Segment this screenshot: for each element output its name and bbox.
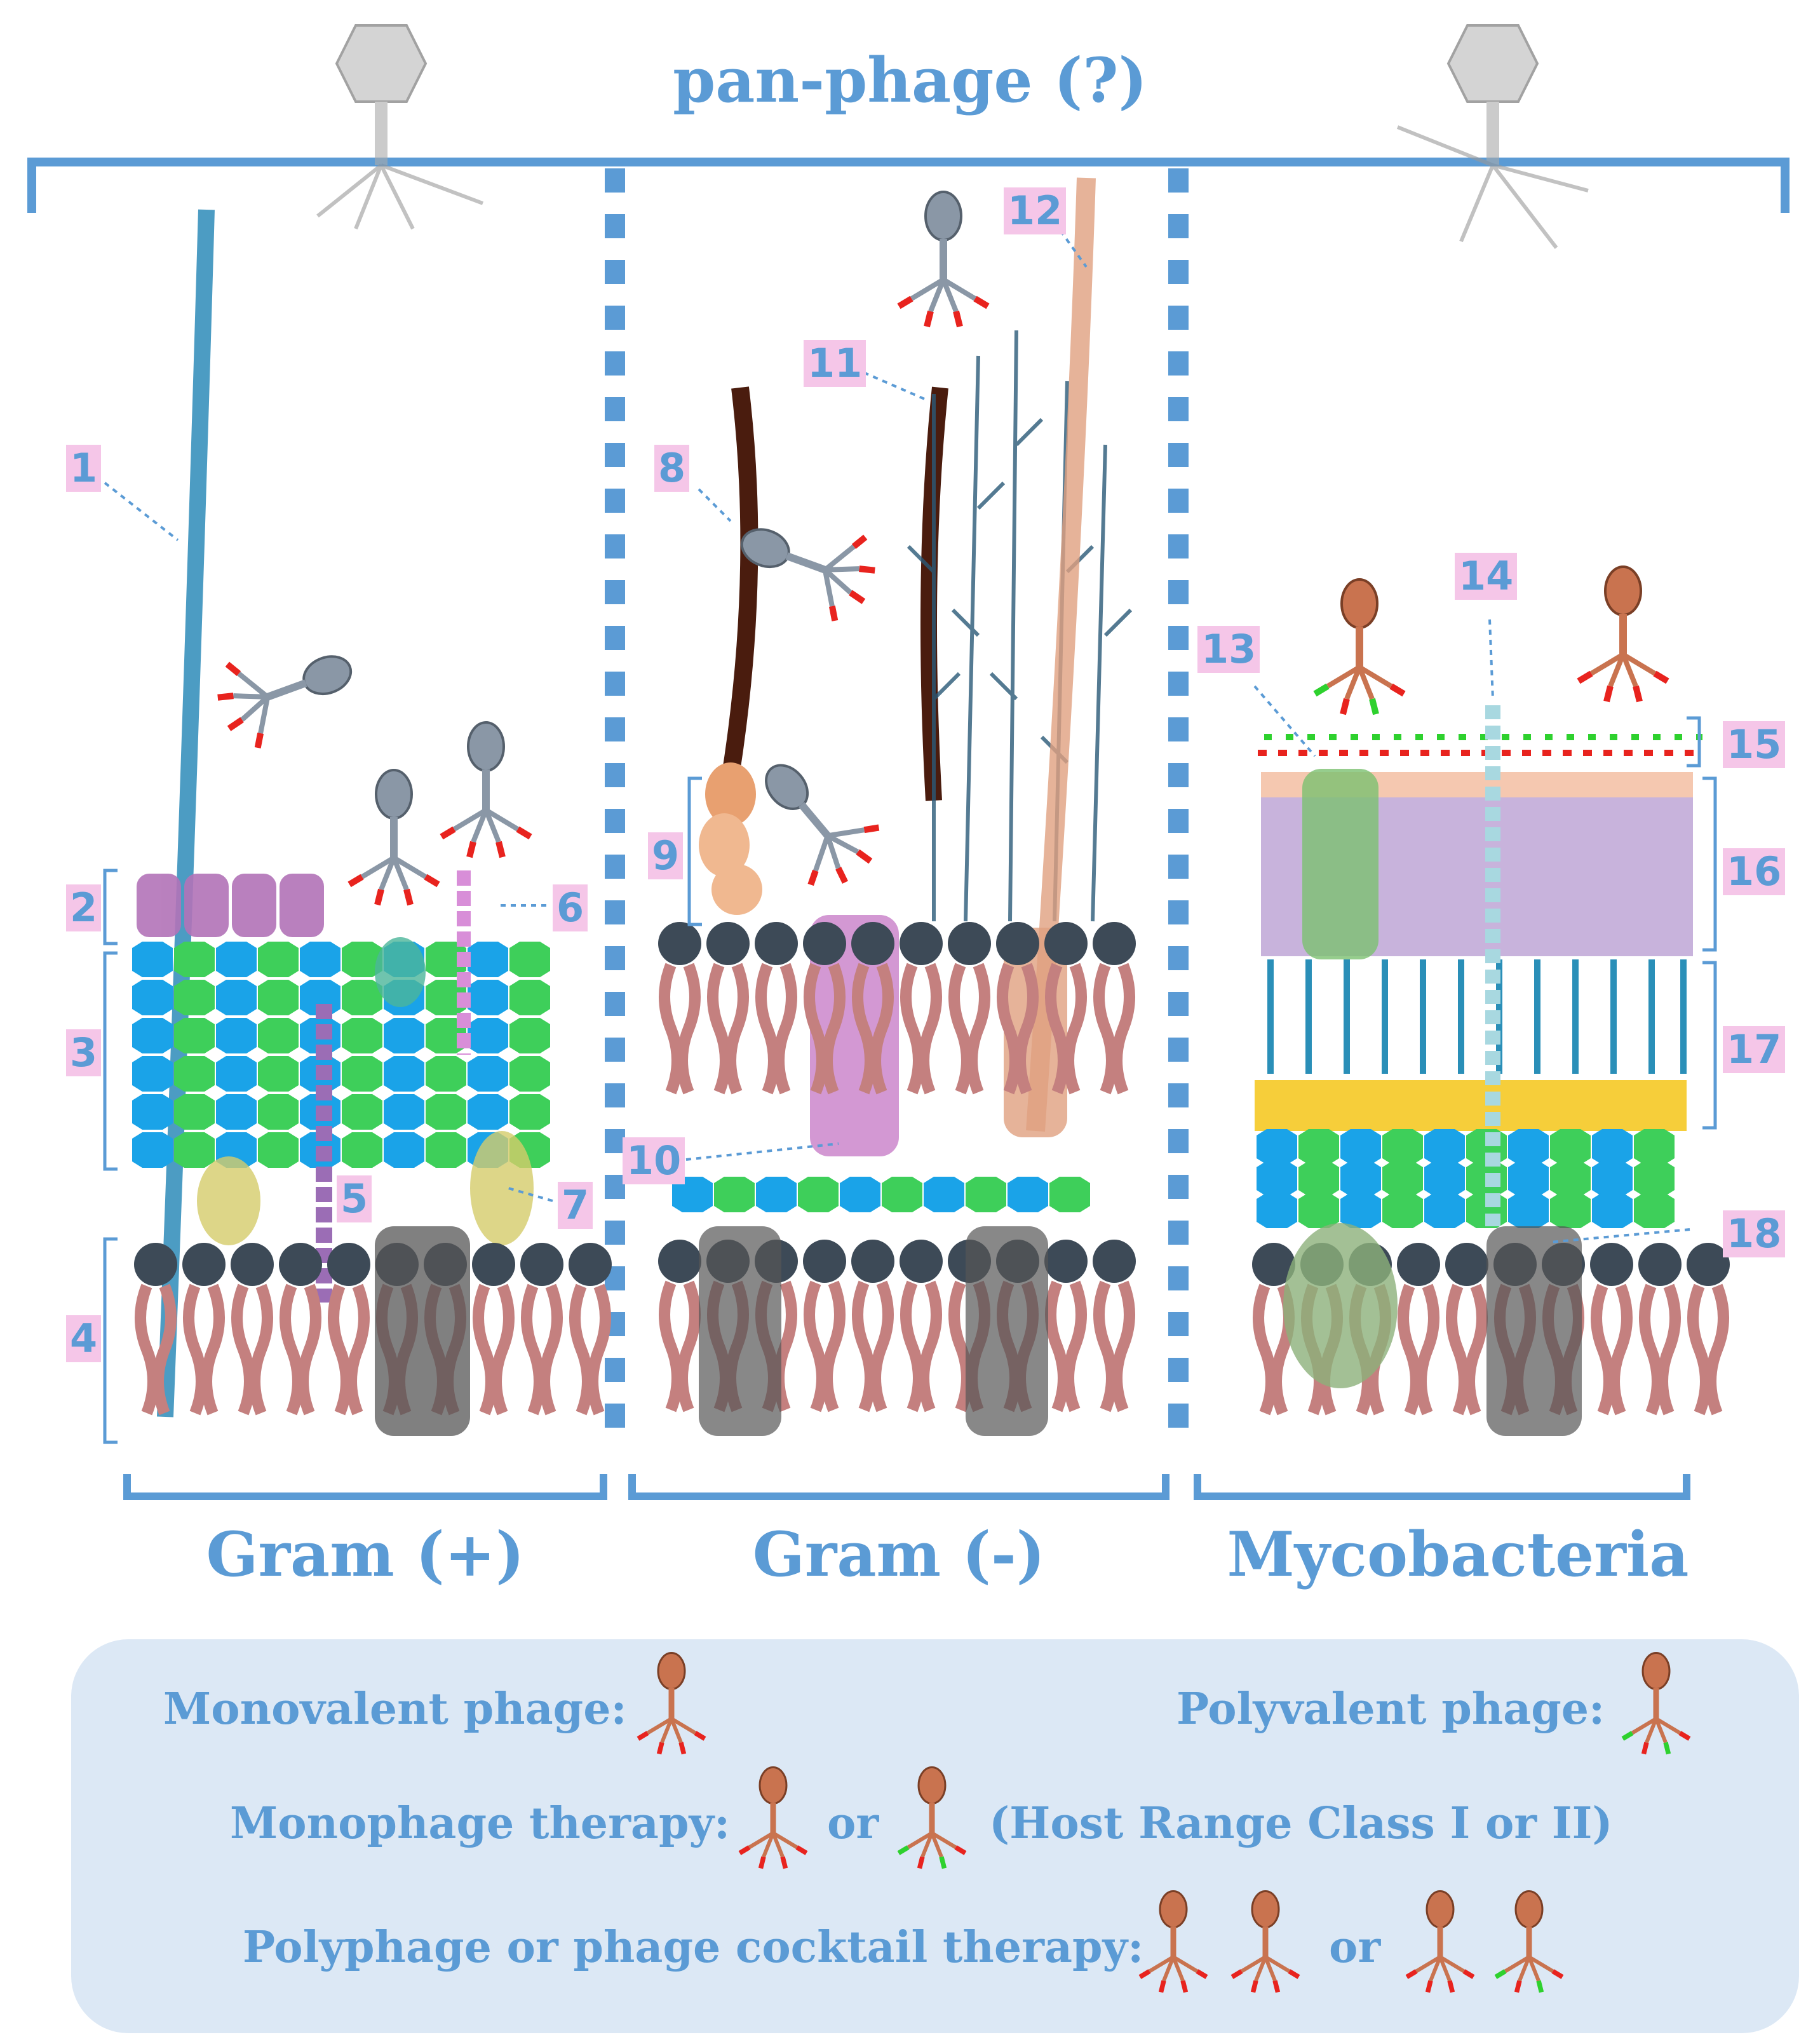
lipoarabinomannan-band	[1255, 1080, 1687, 1131]
porin-barrel-2	[966, 1226, 1048, 1436]
legend-monovalent-label: Monovalent phage:	[163, 1684, 627, 1735]
pan-phage-right-icon	[1396, 24, 1589, 249]
membrane-protein-myco	[1283, 1223, 1398, 1388]
brace-16	[1702, 776, 1717, 952]
porin-barrel-1	[699, 1226, 781, 1436]
label-3: 3	[66, 1029, 102, 1076]
membrane-protein	[197, 1156, 260, 1245]
phage-gram-neg-3	[738, 740, 893, 900]
brace-3	[103, 951, 118, 1171]
brace-17	[1702, 961, 1717, 1130]
label-4: 4	[66, 1315, 102, 1362]
brace-15	[1687, 716, 1701, 768]
legend-polyvalent-label: Polyvalent phage:	[1176, 1684, 1605, 1735]
phage-gram-pos-3	[442, 722, 530, 857]
label-6: 6	[553, 884, 588, 931]
myco-peptidoglycan-3	[1257, 1193, 1675, 1228]
phage-myco-1	[1315, 579, 1404, 714]
gram-positive-panel	[123, 209, 612, 1500]
label-2: 2	[66, 884, 102, 931]
arabinogalactan-layer-17	[1267, 959, 1687, 1074]
legend-monophage-label: Monophage therapy:	[230, 1798, 731, 1849]
group-title-mycobacteria: Mycobacteria	[1227, 1519, 1689, 1590]
leader-lines	[104, 221, 1690, 1243]
top-bracket	[27, 158, 1790, 213]
bracket-gram-pos	[123, 1474, 607, 1500]
label-11: 11	[804, 340, 866, 387]
legend-cocktail-icon-2	[1232, 1892, 1299, 1993]
legend-or-1: or	[827, 1798, 879, 1849]
legend-monophage-icon-2	[899, 1768, 966, 1869]
phage-gram-pos-1	[208, 625, 365, 755]
legend-monovalent-phage-icon	[638, 1653, 705, 1754]
legend-polyphage-label: Polyphage or phage cocktail therapy:	[243, 1922, 1144, 1973]
label-8: 8	[654, 445, 690, 492]
porin-barrel	[375, 1226, 470, 1436]
thin-peptidoglycan	[672, 1177, 1090, 1212]
legend-cocktail-icon-3	[1407, 1892, 1474, 1993]
pan-phage-left-icon	[316, 24, 484, 230]
cytoplasmic-membrane	[134, 1243, 612, 1413]
brace-9	[687, 776, 702, 926]
legend-panel: Monovalent phage: Polyvalent phage: Mono…	[71, 1639, 1799, 2033]
filament-1	[157, 209, 215, 1418]
lps-core-9	[699, 762, 762, 915]
receptor-protein	[375, 937, 426, 1007]
group-title-gram-negative: Gram (-)	[752, 1519, 1046, 1590]
label-10: 10	[623, 1137, 685, 1184]
label-16: 16	[1723, 848, 1786, 895]
label-14: 14	[1455, 553, 1518, 600]
legend-cocktail-icon-4	[1496, 1892, 1563, 1993]
myco-porin-barrel	[1486, 1226, 1582, 1436]
glycolipid-layer-15	[1258, 734, 1702, 756]
legend-or-2: or	[1329, 1922, 1381, 1973]
mycobacteria-panel	[1194, 567, 1730, 1500]
label-12: 12	[1004, 187, 1067, 234]
brace-2	[103, 869, 118, 945]
s-layer	[137, 874, 324, 937]
legend-host-range: (Host Range Class I or II)	[989, 1798, 1613, 1849]
myco-peptidoglycan-2	[1257, 1161, 1675, 1196]
phage-myco-2	[1579, 567, 1668, 701]
lps-chain-8	[722, 386, 758, 777]
gram-negative-panel	[628, 177, 1170, 1500]
legend-cocktail-icon-1	[1140, 1892, 1207, 1993]
legend-phage-icons	[71, 1639, 1799, 2033]
legend-polyvalent-phage-icon	[1623, 1653, 1690, 1754]
phage-gram-neg-1	[899, 192, 988, 327]
label-5: 5	[337, 1175, 372, 1222]
label-15: 15	[1723, 721, 1786, 768]
label-18: 18	[1723, 1210, 1786, 1257]
phage-gram-pos-2	[349, 770, 438, 905]
label-9: 9	[648, 832, 684, 879]
membrane-channel-13	[1302, 769, 1378, 959]
legend-monophage-icon-1	[740, 1768, 807, 1869]
peptidoglycan-layer	[132, 942, 550, 1168]
label-17: 17	[1723, 1026, 1786, 1073]
label-13: 13	[1197, 626, 1260, 673]
label-1: 1	[66, 445, 102, 492]
group-title-gram-positive: Gram (+)	[206, 1519, 525, 1590]
page-title: pan-phage (?)	[673, 44, 1147, 116]
brace-4	[103, 1237, 118, 1444]
bracket-gram-neg	[628, 1474, 1170, 1500]
myco-peptidoglycan	[1257, 1129, 1675, 1165]
label-7: 7	[558, 1182, 593, 1229]
bracket-myco	[1194, 1474, 1690, 1500]
membrane-protein-7	[470, 1131, 534, 1245]
